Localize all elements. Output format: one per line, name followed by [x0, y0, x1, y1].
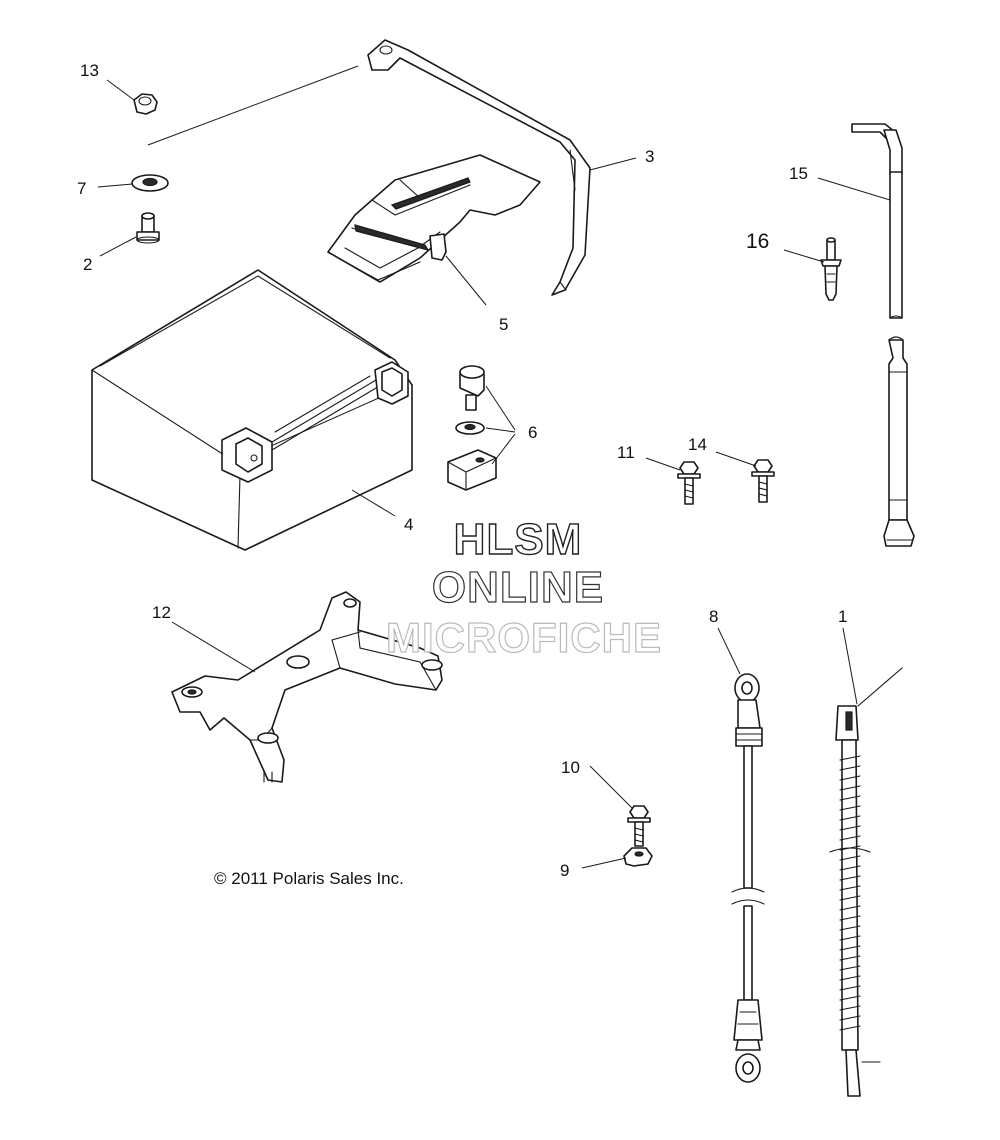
hold-down-pad — [327, 154, 541, 283]
positive-cable-1 — [829, 667, 903, 1097]
ground-cable-8 — [731, 673, 765, 1083]
terminal-hardware-6 — [447, 365, 497, 491]
callout-2: 2 — [83, 255, 92, 274]
flange-nut-13 — [133, 93, 158, 115]
callout-1: 1 — [838, 607, 847, 626]
callout-7: 7 — [77, 179, 86, 198]
callout-6: 6 — [528, 423, 537, 442]
callout-14: 14 — [688, 435, 707, 454]
callout-numbers: 13 7 2 3 5 6 4 11 14 15 16 12 8 1 10 9 — [77, 61, 847, 880]
battery-tray-12 — [171, 591, 443, 783]
callout-8: 8 — [709, 607, 718, 626]
watermark: HLSM ONLINE MICROFICHE — [385, 514, 662, 661]
callout-5: 5 — [499, 315, 508, 334]
callout-3: 3 — [645, 147, 654, 166]
leader-lines — [97, 65, 891, 869]
watermark-online: ONLINE — [432, 563, 604, 612]
watermark-hlsm: HLSM — [454, 515, 583, 564]
watermark-microfiche: MICROFICHE — [386, 614, 662, 661]
vent-hose-15 — [851, 123, 915, 547]
callout-4: 4 — [404, 515, 413, 534]
bolt-2 — [136, 212, 160, 244]
push-pin-16 — [820, 237, 842, 301]
battery — [91, 269, 413, 551]
callout-11: 11 — [617, 443, 635, 462]
bolt-14 — [751, 459, 775, 503]
callout-15: 15 — [789, 164, 808, 183]
bolt-11 — [677, 461, 701, 505]
flange-nut-9 — [623, 847, 653, 867]
callout-10: 10 — [561, 758, 580, 777]
bolt-10 — [627, 805, 651, 847]
callout-12: 12 — [152, 603, 171, 622]
washer-7 — [131, 174, 169, 192]
battery-bracket — [367, 39, 591, 296]
callout-13: 13 — [80, 61, 99, 80]
callout-9: 9 — [560, 861, 569, 880]
callout-16: 16 — [746, 230, 769, 253]
copyright-notice: © 2011 Polaris Sales Inc. — [214, 869, 404, 888]
